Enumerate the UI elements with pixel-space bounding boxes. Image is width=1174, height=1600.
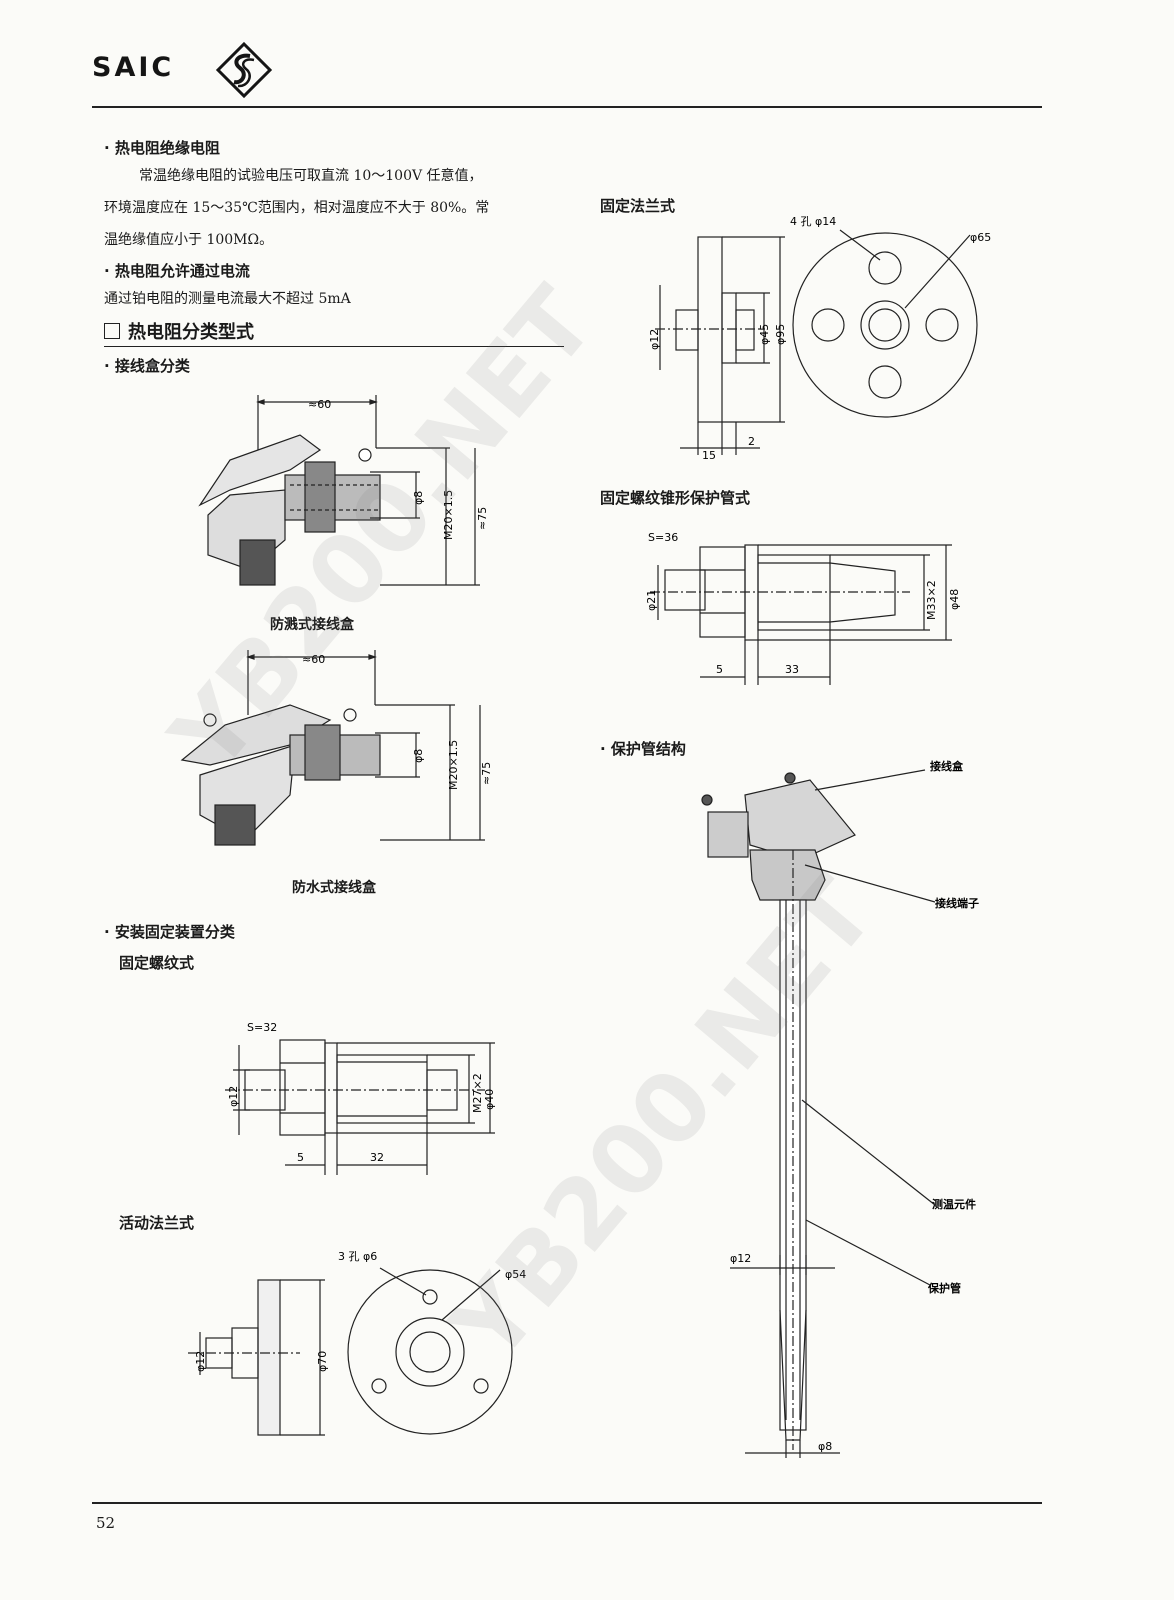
page-number: 52 xyxy=(96,1514,116,1532)
dim-width: ≈60 xyxy=(302,653,325,666)
checkbox-square-icon xyxy=(104,323,120,339)
bullet-heading: · 热电阻允许通过电流 xyxy=(104,262,250,280)
dim-height: ≈75 xyxy=(476,507,489,530)
b3-title: 接线盒分类 xyxy=(114,357,190,375)
saic-logo-icon xyxy=(215,41,273,99)
caption-waterproof: 防水式接线盒 xyxy=(292,880,376,896)
logo-text: SAIC xyxy=(92,52,175,83)
title-cone: 固定螺纹锥形保护管式 xyxy=(600,489,751,507)
sub-movable-flange: 活动法兰式 xyxy=(119,1214,195,1232)
label-terminal: 接线端子 xyxy=(935,896,979,910)
bullet-heading: · 热电阻绝缘电阻 xyxy=(104,139,220,157)
fixed-flange-drawing: 4 孔 φ14 φ65 φ12 φ45 φ95 15 2 xyxy=(648,215,991,460)
b1-line2: 环境温度应在 15～35℃范围内，相对温度应不大于 80%。常 xyxy=(104,200,490,216)
dim-d45: φ45 xyxy=(758,324,771,345)
sub-fixed-thread: 固定螺纹式 xyxy=(119,954,195,972)
dim-holes: 3 孔 φ6 xyxy=(338,1250,377,1263)
dim-m27: M27×2 xyxy=(471,1073,484,1113)
dim-s: S=32 xyxy=(247,1021,277,1034)
header-rule xyxy=(92,106,1042,108)
dim-d54: φ54 xyxy=(505,1268,526,1281)
dim-thread: M20×1.5 xyxy=(447,740,460,790)
label-sensor: 测温元件 xyxy=(932,1197,976,1211)
dim-5: 5 xyxy=(297,1151,304,1164)
b2-title: 热电阻允许通过电流 xyxy=(114,262,250,280)
footer-rule xyxy=(92,1502,1042,1504)
dim-dia: φ8 xyxy=(412,491,425,505)
dim-5: 5 xyxy=(716,663,723,676)
dim-height: ≈75 xyxy=(480,762,493,785)
section-rule xyxy=(104,346,564,347)
dim-m33: M33×2 xyxy=(925,580,938,620)
cone-drawing: S=36 φ21 M33×2 φ48 5 33 xyxy=(645,531,961,685)
dim-2: 2 xyxy=(748,435,755,448)
dim-holes: 4 孔 φ14 xyxy=(790,215,836,228)
section-title-text: 热电阻分类型式 xyxy=(128,322,254,343)
dim-s: S=36 xyxy=(648,531,678,544)
waterproof-box-drawing: ≈60 M20×1.5 φ8 ≈75 xyxy=(180,650,493,846)
b2-text: 通过铂电阻的测量电流最大不超过 5mA xyxy=(104,291,351,307)
dim-d48: φ48 xyxy=(948,589,961,610)
movable-flange-drawing: 3 孔 φ6 φ54 φ12 φ70 xyxy=(188,1250,526,1436)
dim-width: ≈60 xyxy=(308,398,331,411)
bullet-heading: · 接线盒分类 xyxy=(104,357,190,375)
b4-title: 安装固定装置分类 xyxy=(114,923,235,941)
dim-d95: φ95 xyxy=(774,324,787,345)
bullet-heading: · 安装固定装置分类 xyxy=(104,923,235,941)
label-d12: φ12 xyxy=(730,1252,751,1265)
splashproof-box-drawing: ≈60 M20×1.5 φ8 ≈75 xyxy=(198,395,489,586)
dim-d40: φ40 xyxy=(483,1089,496,1110)
dim-d65: φ65 xyxy=(970,231,991,244)
dim-d21: φ21 xyxy=(645,590,658,611)
title-tube: 保护管结构 xyxy=(610,740,686,758)
label-junction-box: 接线盒 xyxy=(930,759,964,773)
section-title: 热电阻分类型式 xyxy=(104,318,254,344)
dim-dia: φ8 xyxy=(412,749,425,763)
dim-33: 33 xyxy=(785,663,799,676)
b1-line3: 温绝缘值应小于 100MΩ。 xyxy=(104,232,274,248)
bullet-heading: · 保护管结构 xyxy=(600,740,686,758)
title-fixed-flange: 固定法兰式 xyxy=(600,197,676,215)
label-tube: 保护管 xyxy=(927,1281,961,1295)
b1-line1: 常温绝缘电阻的试验电压可取直流 10～100V 任意值， xyxy=(139,168,483,184)
label-d8: φ8 xyxy=(818,1440,832,1453)
dim-thread: M20×1.5 xyxy=(442,490,455,540)
dim-15: 15 xyxy=(702,449,716,460)
dim-d12: φ12 xyxy=(648,329,661,350)
b1-title: 热电阻绝缘电阻 xyxy=(114,139,220,157)
dim-d12: φ12 xyxy=(194,1351,207,1372)
dim-d12: φ12 xyxy=(227,1086,240,1107)
fixed-thread-drawing: S=32 φ12 M27×2 φ40 5 32 xyxy=(225,1021,496,1175)
dim-d70: φ70 xyxy=(316,1351,329,1372)
protection-tube-drawing: 接线盒 接线端子 测温元件 φ12 保护管 φ8 xyxy=(701,759,979,1458)
caption-splashproof: 防溅式接线盒 xyxy=(270,617,354,633)
dim-32: 32 xyxy=(370,1151,384,1164)
